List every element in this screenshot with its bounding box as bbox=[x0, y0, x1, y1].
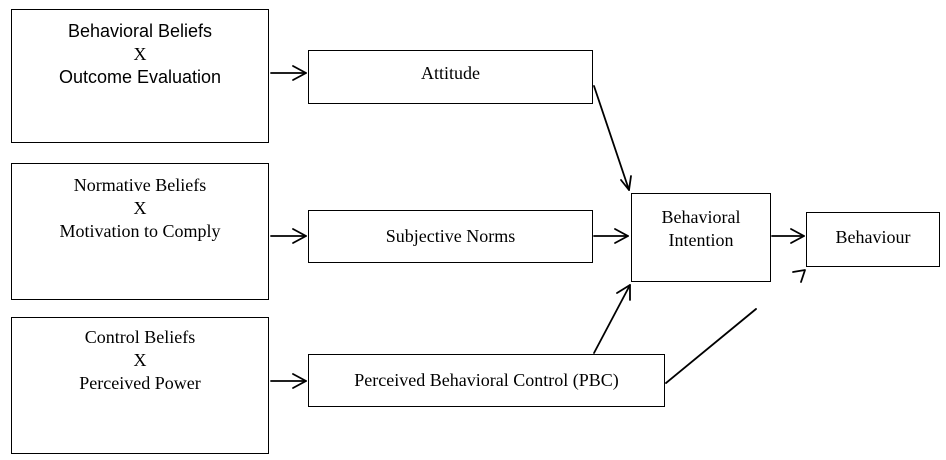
subjective-norms-label: Subjective Norms bbox=[385, 226, 516, 246]
behavioral-intention-label-line1: Behavioral bbox=[661, 207, 741, 227]
behaviour-label: Behaviour bbox=[835, 227, 911, 247]
behavioral-beliefs-label: Behavioral Beliefs bbox=[67, 21, 213, 41]
arrow-beliefs-to-subjective-norms bbox=[270, 228, 307, 244]
arrow-beliefs-to-attitude bbox=[270, 65, 307, 81]
behavioral-intention-box: Behavioral Intention bbox=[631, 193, 771, 282]
normative-beliefs-multiply: X bbox=[133, 198, 147, 218]
control-beliefs-label: Control Beliefs bbox=[84, 327, 196, 347]
arrow-pbc-to-behaviour bbox=[665, 269, 806, 384]
control-beliefs-multiply: X bbox=[133, 350, 147, 370]
motivation-to-comply-label: Motivation to Comply bbox=[59, 221, 221, 241]
normative-beliefs-box: Normative Beliefs X Motivation to Comply bbox=[11, 163, 269, 300]
attitude-label: Attitude bbox=[421, 63, 480, 83]
outcome-evaluation-label: Outcome Evaluation bbox=[58, 67, 222, 87]
pbc-label: Perceived Behavioral Control (PBC) bbox=[354, 370, 619, 390]
arrow-subjective-norms-to-intention bbox=[593, 228, 629, 244]
subjective-norms-box: Subjective Norms bbox=[308, 210, 593, 263]
attitude-box: Attitude bbox=[308, 50, 593, 104]
arrow-intention-to-behaviour bbox=[771, 228, 805, 244]
arrow-pbc-to-intention bbox=[593, 284, 631, 354]
pbc-box: Perceived Behavioral Control (PBC) bbox=[308, 354, 665, 407]
arrow-attitude-to-intention bbox=[593, 85, 632, 191]
perceived-power-label: Perceived Power bbox=[79, 373, 201, 393]
behaviour-box: Behaviour bbox=[806, 212, 940, 267]
behavioral-beliefs-box: Behavioral Beliefs X Outcome Evaluation bbox=[11, 9, 269, 143]
control-beliefs-box: Control Beliefs X Perceived Power bbox=[11, 317, 269, 454]
behavioral-beliefs-multiply: X bbox=[133, 44, 147, 64]
behavioral-intention-label-line2: Intention bbox=[668, 230, 734, 250]
arrow-beliefs-to-pbc bbox=[270, 373, 307, 389]
normative-beliefs-label: Normative Beliefs bbox=[73, 175, 207, 195]
